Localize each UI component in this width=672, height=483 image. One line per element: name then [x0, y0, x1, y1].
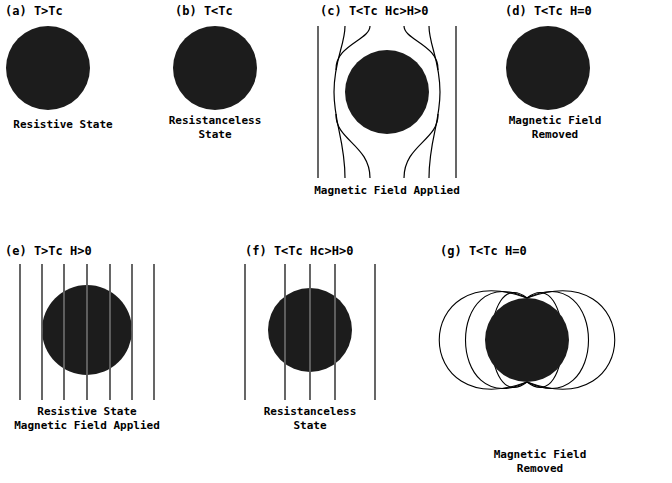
state-label: Resistanceless State: [165, 114, 265, 142]
panel-heading: (d) T<Tc H=0: [505, 4, 592, 19]
state-label: Magnetic Field Applied: [302, 184, 472, 198]
panel-heading: (g) T<Tc H=0: [440, 244, 527, 259]
field-lines: [318, 26, 456, 178]
field-lines: [285, 264, 335, 400]
state-label: Resistive State Magnetic Field Applied: [11, 405, 163, 433]
state-label: Magnetic Field Removed: [490, 448, 590, 476]
field-lines: [42, 264, 132, 400]
panel-heading: (a) T>Tc: [5, 4, 63, 19]
field-lines: [245, 264, 375, 400]
panel-heading: (c) T<Tc Hc>H>0: [320, 4, 428, 19]
sample-sphere: [6, 26, 590, 382]
dipole-field: [439, 291, 615, 389]
state-label: Resistanceless State: [260, 405, 360, 433]
panel-heading: (e) T>Tc H>0: [5, 244, 92, 259]
panel-heading: (b) T<Tc: [175, 4, 233, 19]
state-label: Resistive State: [3, 118, 123, 132]
state-label: Magnetic Field Removed: [505, 114, 605, 142]
field-lines: [20, 264, 154, 400]
panel-heading: (f) T<Tc Hc>H>0: [245, 244, 353, 259]
